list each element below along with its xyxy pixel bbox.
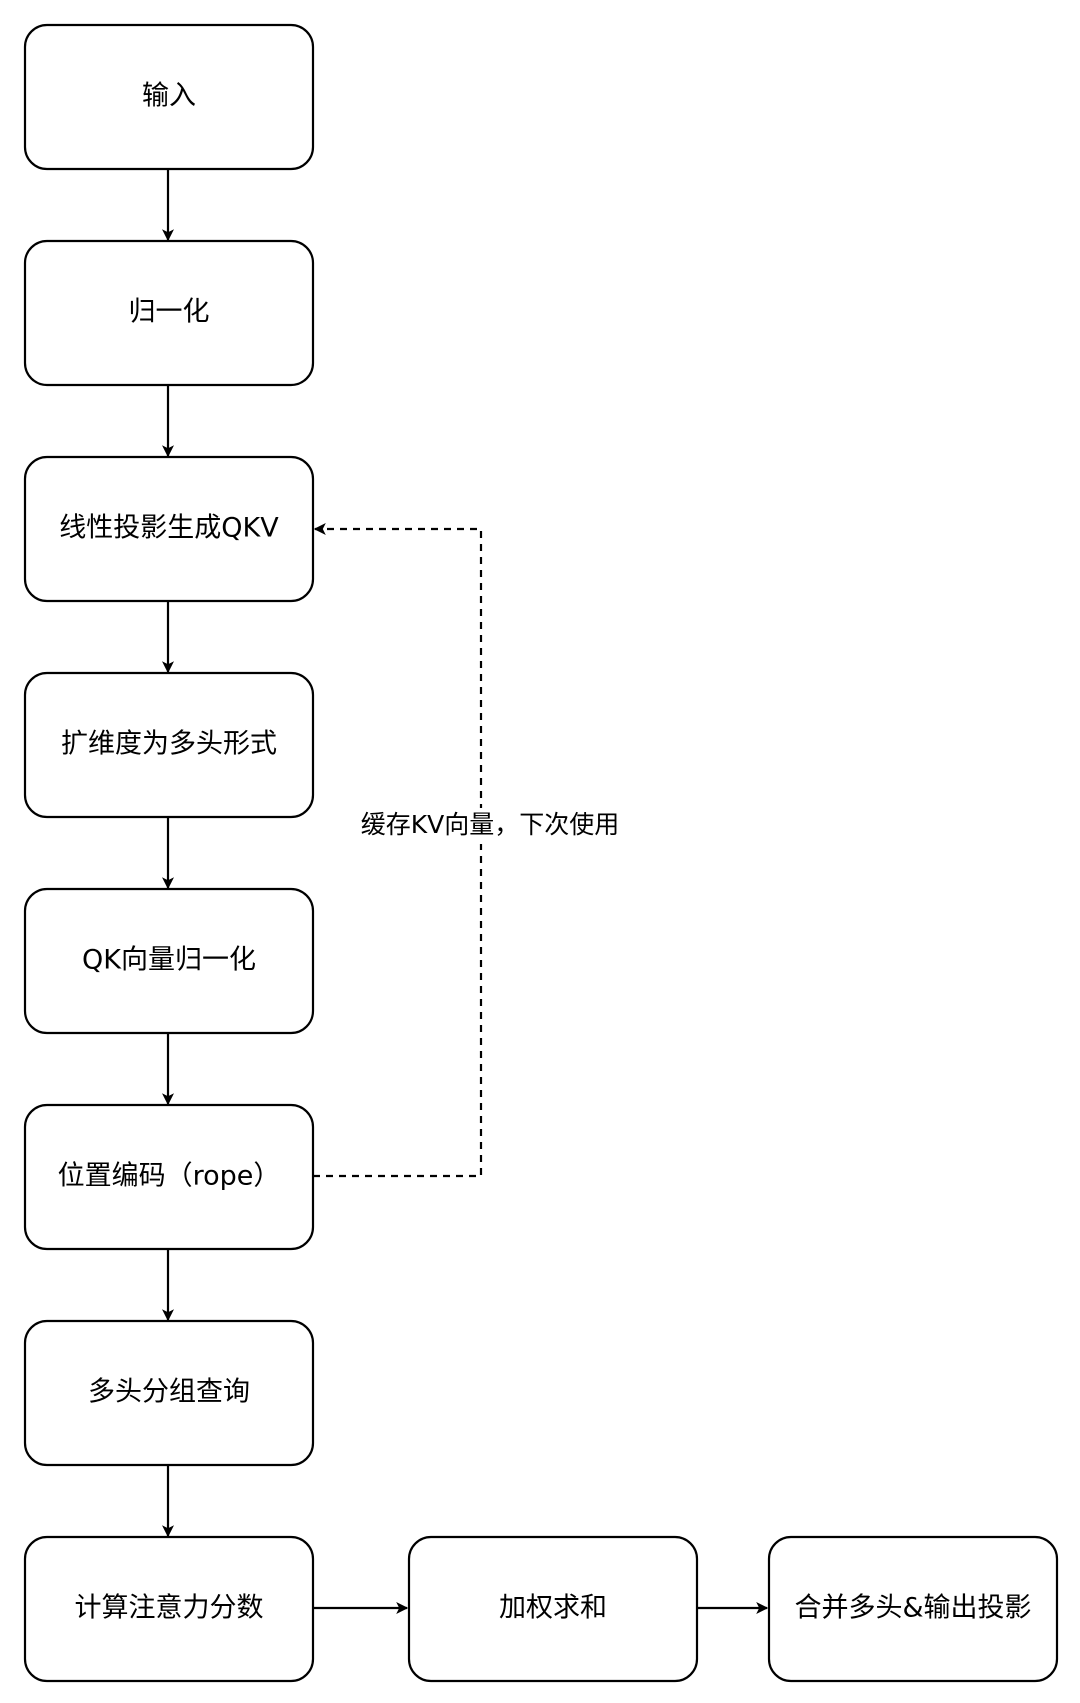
node-rope[interactable]: 位置编码（rope） xyxy=(23,1103,315,1251)
edge-label-background xyxy=(350,808,630,844)
node-rope-label: 位置编码（rope） xyxy=(58,1161,281,1192)
edge-label-kv-cache: 缓存KV向量，下次使用 xyxy=(361,810,620,839)
nodes: 输入 归一化 线性投影生成QKV 扩维度为多头形式 QK向量归一化 位置编码（r… xyxy=(23,23,1059,1683)
node-weighted-sum[interactable]: 加权求和 xyxy=(407,1535,699,1683)
node-grouped-query[interactable]: 多头分组查询 xyxy=(23,1319,315,1467)
node-attention-scores-label: 计算注意力分数 xyxy=(75,1593,264,1624)
edges: 缓存KV向量，下次使用 xyxy=(162,169,769,1614)
node-weighted-sum-label: 加权求和 xyxy=(499,1593,607,1624)
node-qkv-projection-label: 线性投影生成QKV xyxy=(59,513,279,544)
node-attention-scores[interactable]: 计算注意力分数 xyxy=(23,1535,315,1683)
node-qkv-projection[interactable]: 线性投影生成QKV xyxy=(23,455,315,603)
node-merge-output-label: 合并多头&输出投影 xyxy=(794,1593,1031,1624)
node-input[interactable]: 输入 xyxy=(23,23,315,171)
node-multihead-reshape[interactable]: 扩维度为多头形式 xyxy=(23,671,315,819)
node-multihead-reshape-label: 扩维度为多头形式 xyxy=(61,729,277,760)
node-qk-normalize-label: QK向量归一化 xyxy=(82,945,256,976)
node-qk-normalize[interactable]: QK向量归一化 xyxy=(23,887,315,1035)
node-grouped-query-label: 多头分组查询 xyxy=(88,1377,250,1408)
node-merge-output[interactable]: 合并多头&输出投影 xyxy=(767,1535,1059,1683)
node-normalize-label: 归一化 xyxy=(129,297,210,328)
edge-kv-cache-loop xyxy=(313,523,483,1178)
node-normalize[interactable]: 归一化 xyxy=(23,239,315,387)
node-input-label: 输入 xyxy=(142,81,196,112)
